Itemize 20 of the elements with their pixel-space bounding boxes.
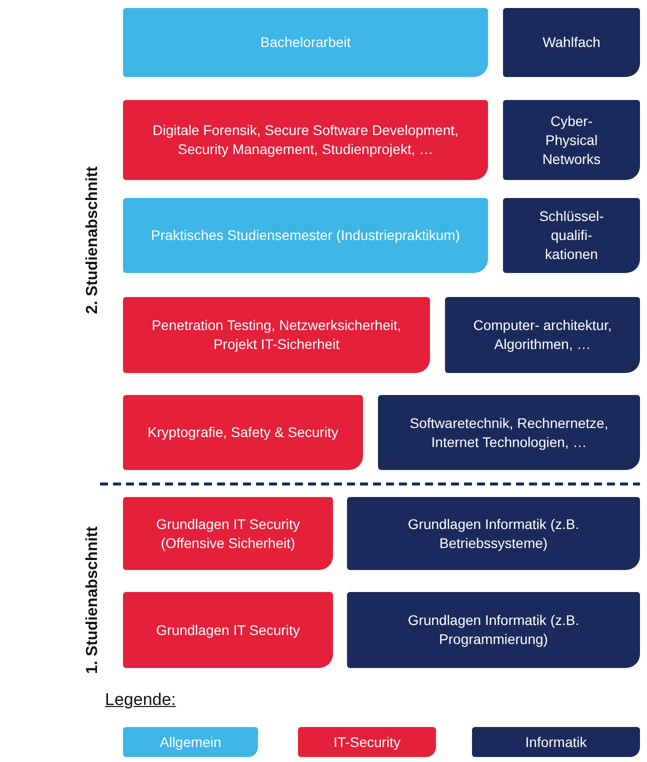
course-block: Grundlagen Informatik (z.B. Betriebssysteme) (347, 497, 640, 570)
legend-item: Allgemein (123, 727, 258, 757)
course-block: Wahlfach (503, 8, 640, 77)
course-block: Bachelorarbeit (123, 8, 488, 77)
course-block: Grundlagen IT Security (Offensive Sicherheit) (123, 497, 333, 570)
section-label: 1. Studienabschnitt (84, 525, 102, 676)
legend-item: Informatik (472, 727, 640, 757)
legend-title: Legende: (105, 690, 176, 710)
course-block: Grundlagen Informatik (z.B. Programmierung) (347, 592, 640, 668)
course-block: Praktisches Studiensemester (Industriepraktikum) (123, 198, 488, 273)
legend-item: IT-Security (298, 727, 436, 757)
course-block: Schlüssel- qualifi- kationen (503, 198, 640, 273)
course-block: Softwaretechnik, Rechnernetze, Internet Technologien, … (378, 395, 640, 470)
course-block: Digitale Forensik, Secure Software Development, Security Management, Studienprojekt, … (123, 100, 488, 180)
course-block: Kryptografie, Safety & Security (123, 395, 363, 470)
course-block: Computer- architektur, Algorithmen, … (445, 297, 640, 373)
course-block: Penetration Testing, Netzwerksicherheit, Projekt IT-Sicherheit (123, 297, 430, 373)
section-label: 2. Studienabschnitt (84, 165, 102, 316)
course-block: Cyber- Physical Networks (503, 100, 640, 180)
course-block: Grundlagen IT Security (123, 592, 333, 668)
